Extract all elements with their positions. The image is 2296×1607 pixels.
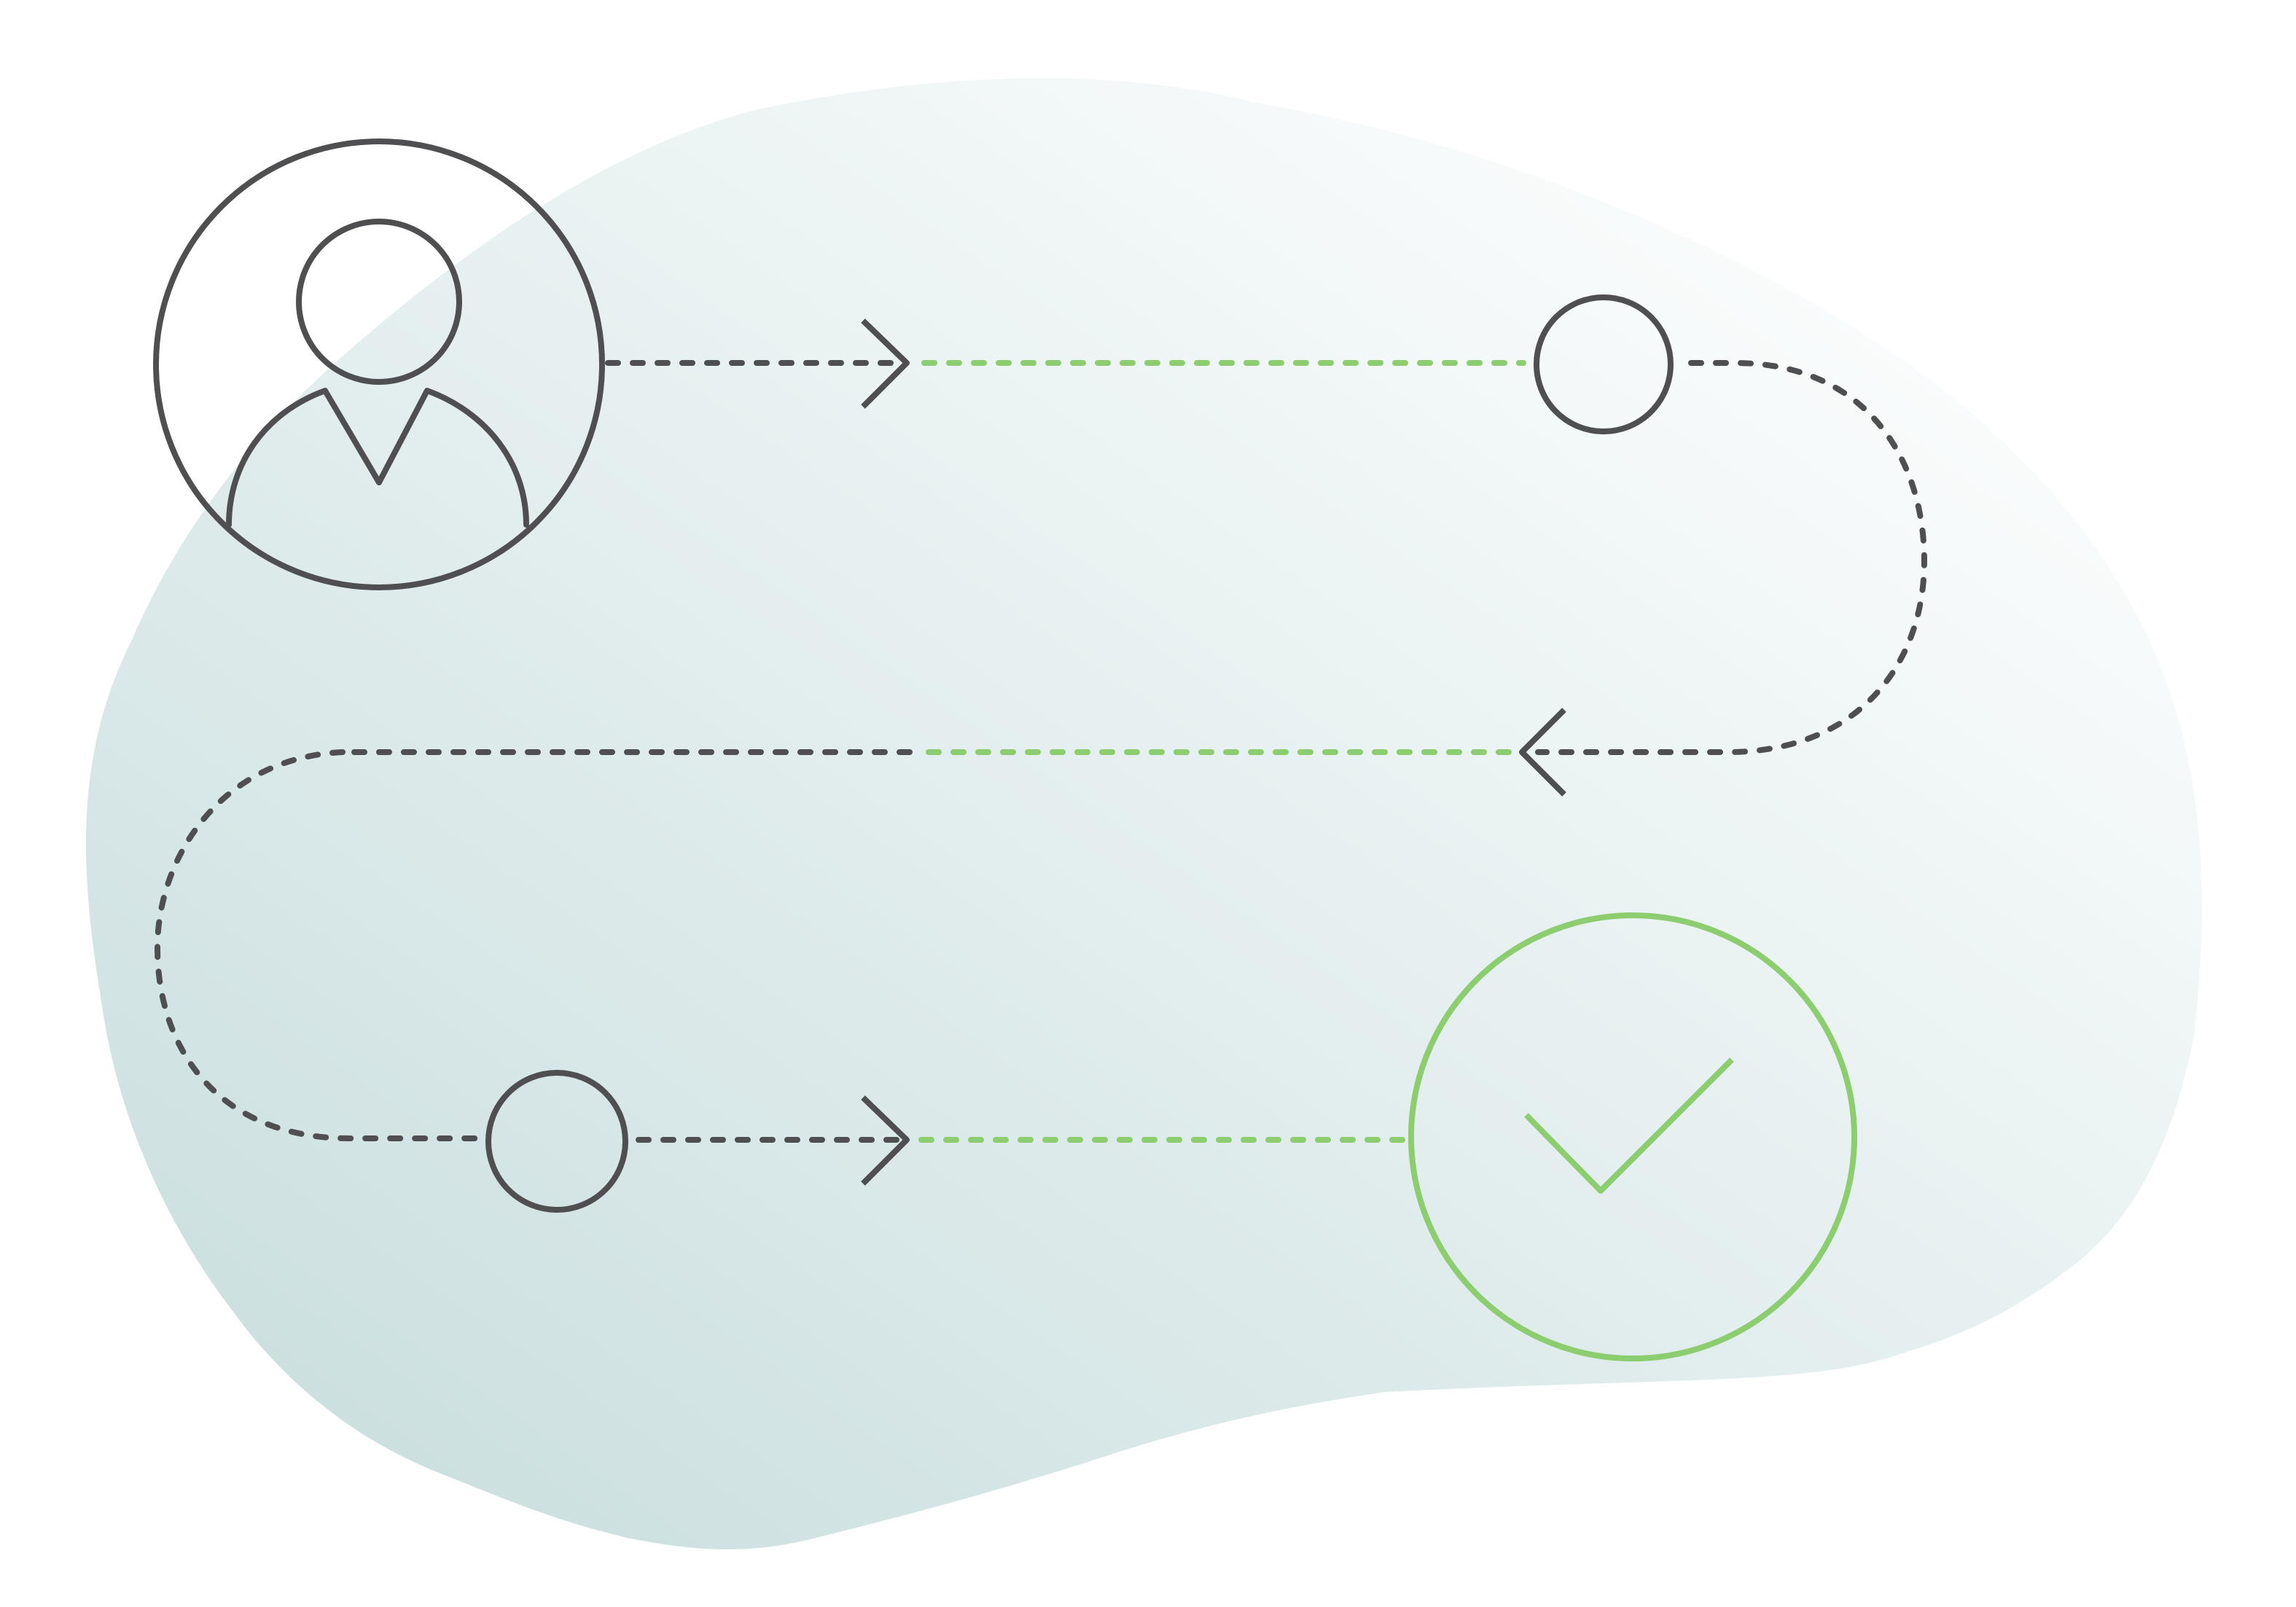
user-avatar-circle: [153, 138, 605, 590]
step-circle-icon: [1534, 294, 1674, 434]
user-icon: [153, 138, 605, 590]
arrow-left-icon: [1519, 708, 1566, 797]
user-head: [296, 219, 462, 385]
user-body: [226, 388, 529, 528]
checkmark: [1524, 1057, 1734, 1194]
completion-circle: [1408, 912, 1857, 1361]
dashed-loop-left: [155, 749, 478, 1141]
background-blob: [85, 78, 2202, 1549]
checkmark-icon: [1408, 912, 1857, 1361]
arrow-right-icon: [861, 1095, 910, 1186]
arrow-right-icon: [861, 318, 910, 409]
dashed-loop-right: [1535, 360, 1927, 755]
step-circle-icon: [485, 1070, 628, 1213]
